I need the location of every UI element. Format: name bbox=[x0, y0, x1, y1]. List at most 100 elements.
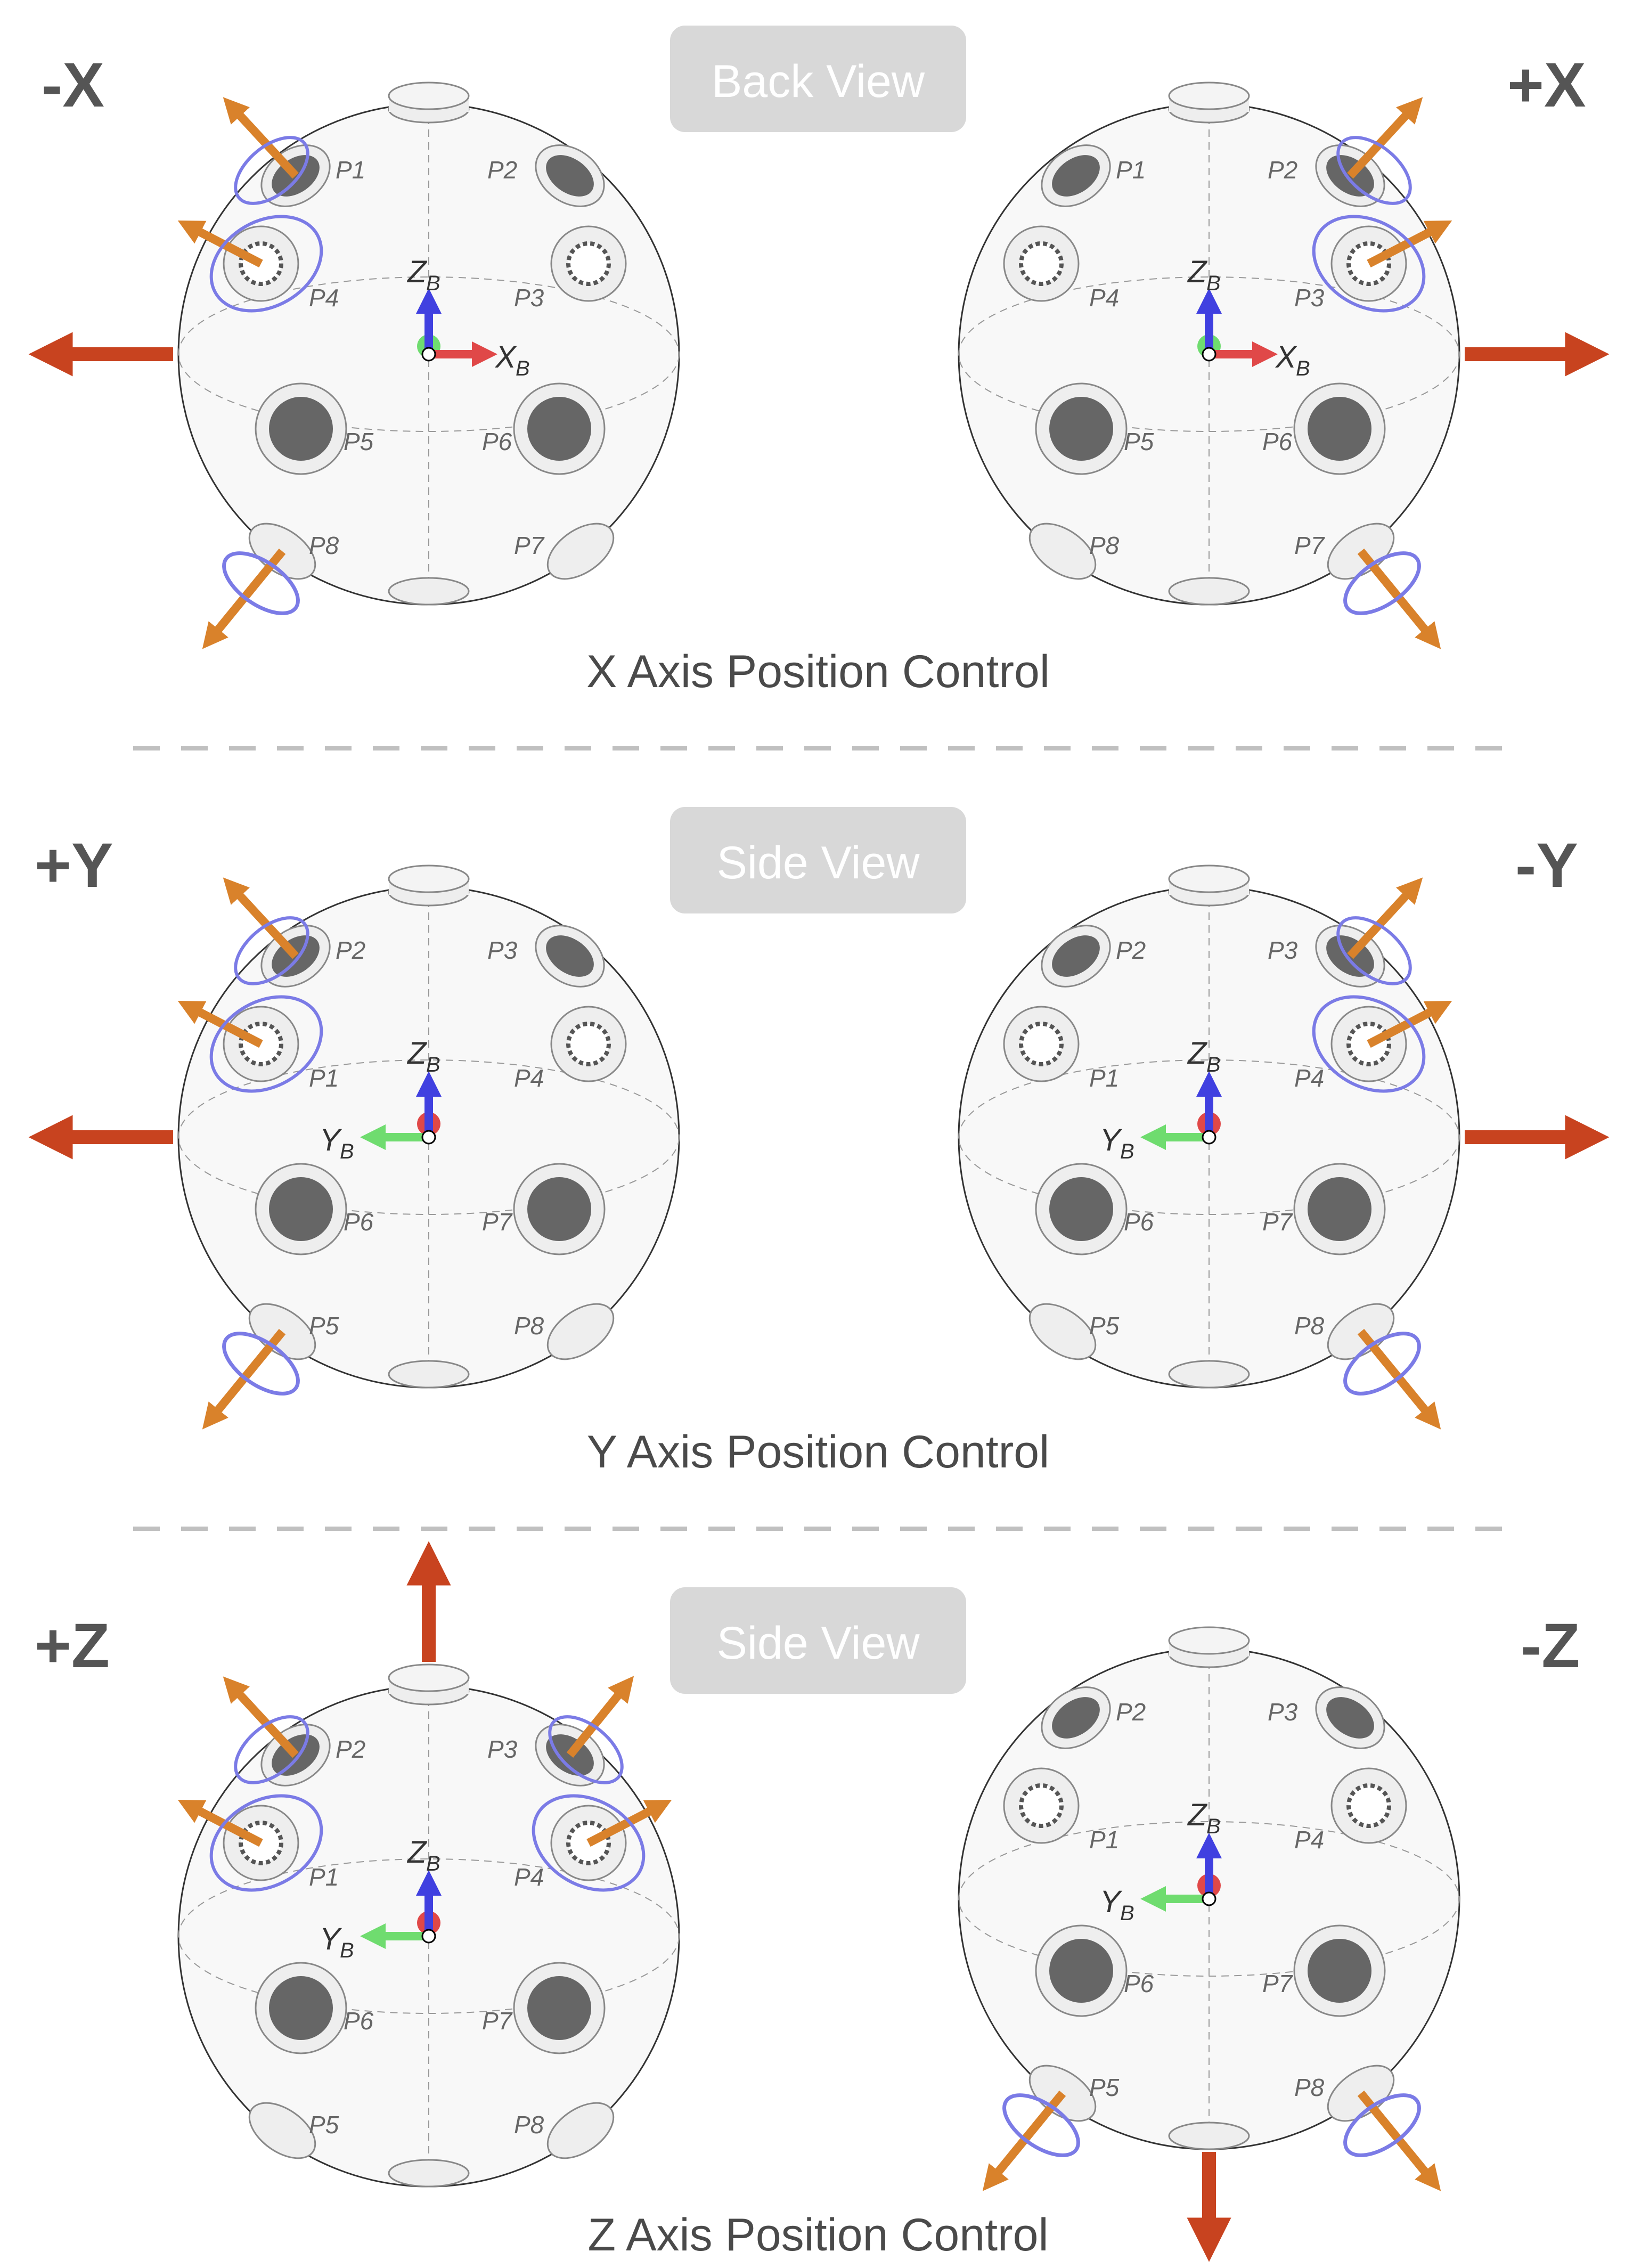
nozzle bbox=[1003, 225, 1080, 302]
rotation-arrow bbox=[1343, 1332, 1421, 1396]
nozzle-thrust-arrow bbox=[1347, 97, 1423, 179]
view-badge: Side View bbox=[670, 1587, 966, 1694]
nozzle bbox=[1293, 382, 1386, 475]
rotation-arrow bbox=[1336, 916, 1412, 985]
port-label: P6 bbox=[344, 1208, 374, 1236]
direction-label-right: +X bbox=[1507, 50, 1586, 120]
nozzle bbox=[513, 382, 606, 475]
nozzle bbox=[1293, 1163, 1386, 1255]
port-label: P7 bbox=[482, 1208, 513, 1236]
axis-subscript: B bbox=[426, 1852, 440, 1875]
body-frame-axes: Z B Y B bbox=[320, 1036, 442, 1163]
view-badge-label: Side View bbox=[717, 1618, 920, 1669]
top-cap bbox=[388, 864, 470, 907]
axis-label: Z bbox=[406, 1835, 428, 1870]
axis-label: X bbox=[494, 340, 517, 374]
panel-caption: X Axis Position Control bbox=[586, 646, 1050, 697]
nozzle bbox=[255, 1163, 347, 1255]
axis-label: Z bbox=[1187, 1036, 1208, 1071]
port-label: P7 bbox=[1294, 532, 1325, 559]
port-label: P4 bbox=[1294, 1064, 1324, 1092]
top-cap bbox=[1168, 864, 1250, 907]
axis-label: Z bbox=[406, 255, 428, 289]
top-cap bbox=[388, 81, 470, 124]
direction-label-left: +Z bbox=[35, 1611, 110, 1681]
rotation-arrow bbox=[222, 1332, 300, 1396]
nozzle-thrust-arrow bbox=[223, 1676, 299, 1758]
axis-subscript: B bbox=[340, 1140, 354, 1163]
port-label: P5 bbox=[309, 1312, 339, 1340]
port-label: P3 bbox=[487, 1735, 518, 1763]
sphere-left: P2 P3 P1 P4 P6 P7 P5 P8 Z B Y B bbox=[28, 864, 680, 1430]
rotation-arrow bbox=[1312, 995, 1426, 1093]
rotation-arrow bbox=[1336, 136, 1412, 205]
rotation-arrow bbox=[548, 1715, 624, 1784]
nozzle bbox=[546, 2102, 615, 2159]
sphere-left: P2 P3 P1 P4 P6 P7 P5 P8 Z B bbox=[177, 1541, 680, 2188]
nozzle bbox=[1003, 1767, 1080, 1844]
port-label: P4 bbox=[1089, 284, 1119, 312]
port-label: P2 bbox=[487, 156, 517, 184]
bottom-cap bbox=[388, 2159, 470, 2188]
rotation-arrow bbox=[209, 215, 323, 313]
origin-marker bbox=[421, 1130, 436, 1145]
sphere-right: P2 P3 P1 P4 P6 P7 P5 P8 Z B Y B bbox=[958, 1626, 1460, 2262]
direction-label-left: -X bbox=[42, 50, 104, 120]
port-label: P7 bbox=[482, 2007, 513, 2035]
port-label: P8 bbox=[514, 2111, 544, 2139]
port-label: P1 bbox=[1089, 1064, 1119, 1092]
view-badge-label: Back View bbox=[712, 56, 925, 107]
port-label: P5 bbox=[309, 2111, 339, 2139]
rotation-arrow bbox=[209, 1794, 323, 1892]
bottom-cap bbox=[1168, 577, 1250, 606]
direction-label-left: +Y bbox=[35, 830, 113, 901]
axis-label: Z bbox=[406, 1036, 428, 1071]
nozzle bbox=[1041, 925, 1111, 988]
bottom-cap bbox=[1168, 1360, 1250, 1389]
axis-subscript: B bbox=[516, 357, 530, 380]
port-label: P5 bbox=[1124, 428, 1154, 455]
rotation-arrow bbox=[532, 1794, 646, 1892]
nozzle bbox=[1035, 1163, 1128, 1255]
nozzle bbox=[1035, 382, 1128, 475]
nozzle-thrust-arrow bbox=[586, 1799, 672, 1847]
nozzle-thrust-arrow bbox=[223, 97, 299, 179]
port-label: P1 bbox=[309, 1064, 339, 1092]
nozzle-thrust-arrow bbox=[1347, 877, 1423, 959]
panel-x-axis: -X +X Back View P1 P2 P4 P3 P5 P6 bbox=[28, 26, 1610, 697]
nozzle bbox=[546, 1303, 615, 1360]
top-cap bbox=[1168, 81, 1250, 124]
nozzle bbox=[550, 1006, 627, 1082]
nozzle-thrust-arrow bbox=[1367, 220, 1452, 268]
port-label: P2 bbox=[336, 936, 365, 964]
direction-label-right: -Z bbox=[1521, 1611, 1580, 1681]
nozzle bbox=[535, 144, 605, 207]
top-cap bbox=[1168, 1626, 1250, 1668]
nozzle bbox=[1041, 1686, 1111, 1749]
nozzle bbox=[513, 1163, 606, 1255]
bottom-cap bbox=[388, 577, 470, 606]
nozzle-thrust-arrow bbox=[1367, 1000, 1452, 1048]
nozzle-thrust-arrow bbox=[223, 877, 299, 959]
nozzle bbox=[1330, 1767, 1407, 1844]
port-label: P8 bbox=[1294, 1312, 1325, 1340]
axis-subscript: B bbox=[1206, 1053, 1221, 1076]
axis-subscript: B bbox=[340, 1939, 354, 1962]
nozzle bbox=[535, 925, 605, 988]
top-cap bbox=[388, 1663, 470, 1706]
axis-label: Z bbox=[1187, 1798, 1208, 1832]
view-badge-label: Side View bbox=[717, 837, 920, 888]
panel-caption: Y Axis Position Control bbox=[587, 1426, 1049, 1478]
rotation-arrow bbox=[222, 551, 300, 615]
axis-label: Y bbox=[320, 1123, 342, 1157]
origin-marker bbox=[1202, 347, 1216, 362]
direction-label-right: -Y bbox=[1515, 830, 1578, 901]
port-label: P8 bbox=[1089, 532, 1120, 559]
origin-marker bbox=[1202, 1130, 1216, 1145]
axis-label: Y bbox=[320, 1922, 342, 1956]
body-frame-axes: Z B X B bbox=[406, 255, 530, 380]
panel-z-axis: +Z -Z Side View P2 P3 P1 P4 P6 P7 bbox=[35, 1541, 1580, 2262]
rotation-arrow bbox=[209, 995, 323, 1093]
port-label: P8 bbox=[309, 532, 339, 559]
